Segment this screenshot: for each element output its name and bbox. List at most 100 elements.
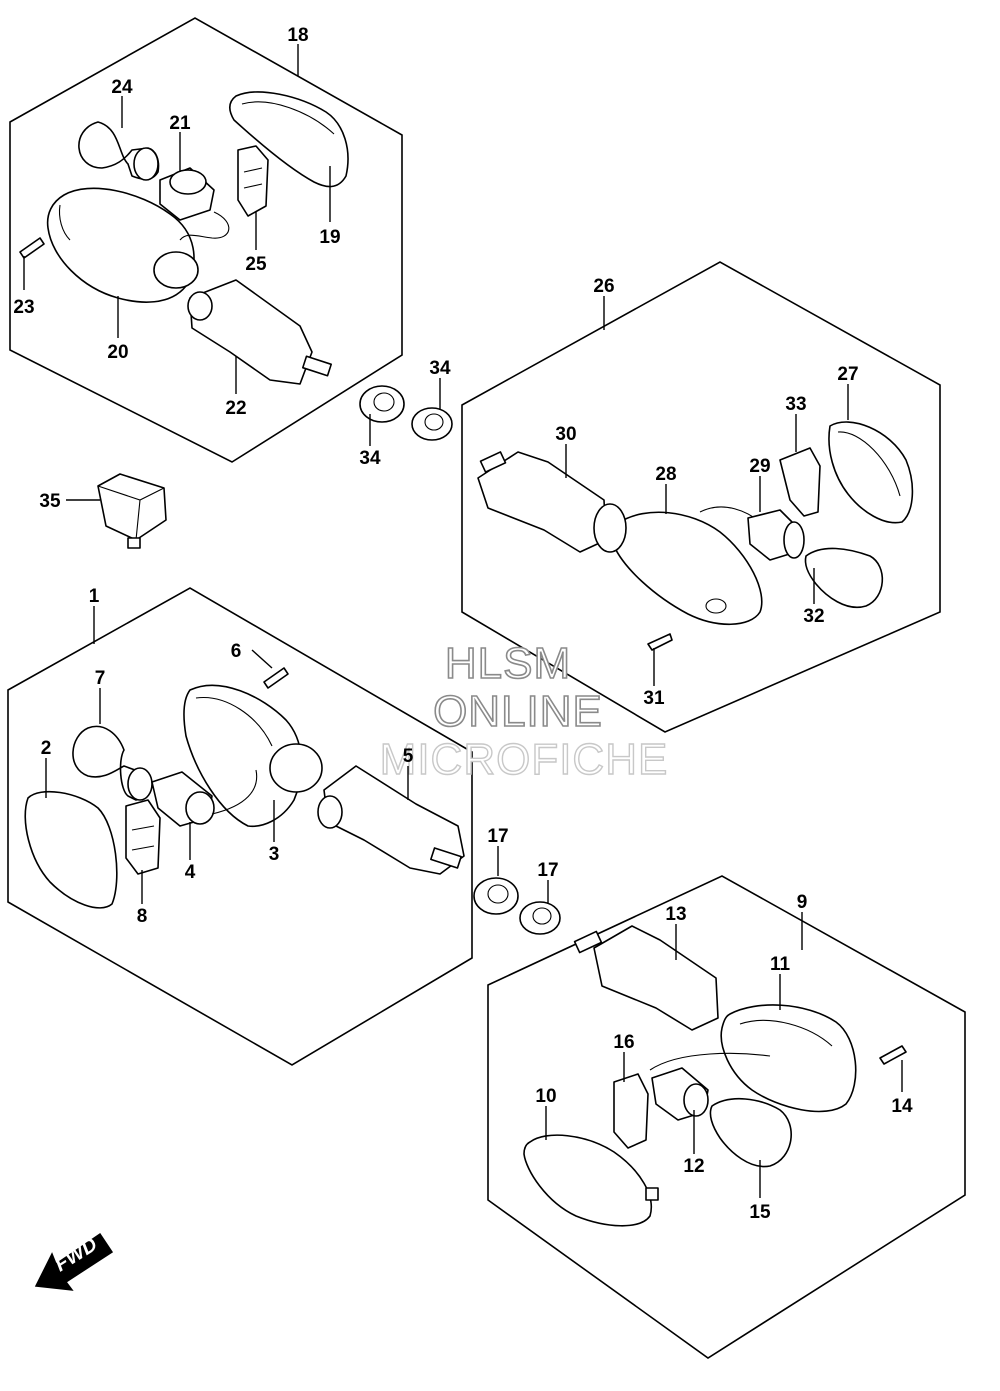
callout-21[interactable]: 21 bbox=[169, 113, 191, 134]
screw-23 bbox=[19, 237, 45, 259]
assembly-9-parts bbox=[523, 925, 907, 1227]
bulb-32 bbox=[804, 547, 884, 609]
callout-17-upper[interactable]: 17 bbox=[487, 826, 508, 847]
callout-10[interactable]: 10 bbox=[535, 1086, 556, 1107]
lens-27 bbox=[828, 421, 914, 524]
stud-30 bbox=[479, 451, 507, 473]
relay-35-terminal bbox=[127, 537, 141, 549]
callout-9[interactable]: 9 bbox=[797, 892, 808, 913]
lens-2 bbox=[24, 790, 118, 909]
callout-16[interactable]: 16 bbox=[613, 1032, 634, 1053]
assembly-frame-26 bbox=[461, 261, 941, 733]
relay-35 bbox=[97, 473, 167, 541]
wire-11 bbox=[649, 1052, 771, 1071]
stud-13 bbox=[573, 930, 603, 954]
clip-25 bbox=[237, 145, 269, 217]
callout-15[interactable]: 15 bbox=[749, 1202, 771, 1223]
callout-17-lower[interactable]: 17 bbox=[537, 860, 558, 881]
assembly-18-parts bbox=[19, 91, 349, 385]
screw-31 bbox=[647, 633, 673, 651]
callout-34-lower[interactable]: 34 bbox=[359, 448, 381, 469]
watermark-line2: ONLINE bbox=[433, 687, 603, 736]
screw-14 bbox=[879, 1045, 907, 1065]
bulb-24-base bbox=[133, 147, 159, 181]
lens-19 bbox=[228, 91, 349, 188]
callout-24[interactable]: 24 bbox=[111, 77, 133, 98]
nut-17a bbox=[473, 877, 519, 915]
callout-20[interactable]: 20 bbox=[107, 342, 128, 363]
nuts-17 bbox=[473, 877, 561, 935]
callout-33[interactable]: 33 bbox=[785, 394, 806, 415]
callout-25[interactable]: 25 bbox=[245, 254, 267, 275]
callout-29[interactable]: 29 bbox=[749, 456, 770, 477]
callout-14[interactable]: 14 bbox=[891, 1096, 913, 1117]
fwd-arrow-shape bbox=[34, 1232, 114, 1291]
callout-35[interactable]: 35 bbox=[39, 491, 61, 512]
callout-26[interactable]: 26 bbox=[593, 276, 614, 297]
assembly-1-parts bbox=[24, 667, 465, 909]
callout-30[interactable]: 30 bbox=[555, 424, 576, 445]
housing-28 bbox=[612, 511, 763, 626]
stay-22 bbox=[189, 279, 313, 385]
nut-34a bbox=[359, 385, 405, 423]
callout-11[interactable]: 11 bbox=[770, 954, 791, 975]
wire-3 bbox=[211, 769, 258, 815]
callout-31[interactable]: 31 bbox=[643, 688, 665, 709]
housing-11 bbox=[720, 1004, 857, 1113]
callout-labels: 18 24 21 19 25 23 20 22 34 34 35 26 27 3… bbox=[13, 25, 913, 1223]
watermark-line3: MICROFICHE bbox=[380, 735, 669, 784]
leader-lines bbox=[23, 44, 903, 1198]
wire-20 bbox=[179, 211, 230, 241]
assembly-frame-1 bbox=[7, 587, 473, 1066]
housing-28-neck bbox=[593, 503, 627, 553]
assembly-frame-18 bbox=[9, 17, 403, 463]
housing-20-neck bbox=[153, 251, 199, 289]
assembly-frame-9 bbox=[487, 875, 966, 1359]
lens-10 bbox=[523, 1134, 652, 1227]
watermark-line1: HLSM bbox=[445, 639, 571, 688]
stay-13 bbox=[593, 925, 719, 1031]
callout-3[interactable]: 3 bbox=[269, 844, 280, 865]
forward-direction-arrow: FWD bbox=[34, 1232, 114, 1291]
callout-34-upper[interactable]: 34 bbox=[429, 358, 451, 379]
callout-19[interactable]: 19 bbox=[319, 227, 340, 248]
socket-29-ring bbox=[783, 521, 805, 559]
housing-3 bbox=[183, 684, 303, 828]
callout-7[interactable]: 7 bbox=[95, 668, 106, 689]
callout-13[interactable]: 13 bbox=[665, 904, 686, 925]
socket-4-ring bbox=[185, 791, 215, 825]
callout-1[interactable]: 1 bbox=[89, 586, 100, 607]
callout-12[interactable]: 12 bbox=[683, 1156, 704, 1177]
stud-22 bbox=[301, 355, 333, 377]
callout-23[interactable]: 23 bbox=[13, 297, 34, 318]
nut-17b bbox=[519, 901, 561, 935]
bulb-7-base bbox=[127, 767, 153, 801]
socket-21-ring bbox=[169, 169, 207, 195]
clip-8 bbox=[125, 799, 161, 875]
assembly-26-parts bbox=[477, 421, 914, 651]
callout-27[interactable]: 27 bbox=[837, 364, 858, 385]
callout-4[interactable]: 4 bbox=[185, 862, 196, 883]
bulb-15 bbox=[709, 1097, 792, 1168]
callout-6[interactable]: 6 bbox=[231, 641, 242, 662]
callout-22[interactable]: 22 bbox=[225, 398, 246, 419]
callout-18[interactable]: 18 bbox=[287, 25, 308, 46]
nut-34b bbox=[411, 407, 453, 441]
lens-10-tab bbox=[645, 1187, 659, 1201]
stay-5-end bbox=[317, 795, 343, 829]
socket-12-ring bbox=[683, 1083, 709, 1117]
clip-33 bbox=[779, 447, 821, 517]
housing-3-neck bbox=[269, 743, 323, 793]
callout-28[interactable]: 28 bbox=[655, 464, 676, 485]
callout-2[interactable]: 2 bbox=[41, 738, 52, 759]
stay-22-end bbox=[187, 291, 213, 321]
callout-8[interactable]: 8 bbox=[137, 906, 148, 927]
clip-16 bbox=[613, 1073, 649, 1149]
screw-6 bbox=[263, 667, 289, 689]
misc-parts-top bbox=[97, 385, 453, 549]
callout-5[interactable]: 5 bbox=[403, 746, 414, 767]
stud-5 bbox=[430, 847, 462, 869]
callout-32[interactable]: 32 bbox=[803, 606, 824, 627]
